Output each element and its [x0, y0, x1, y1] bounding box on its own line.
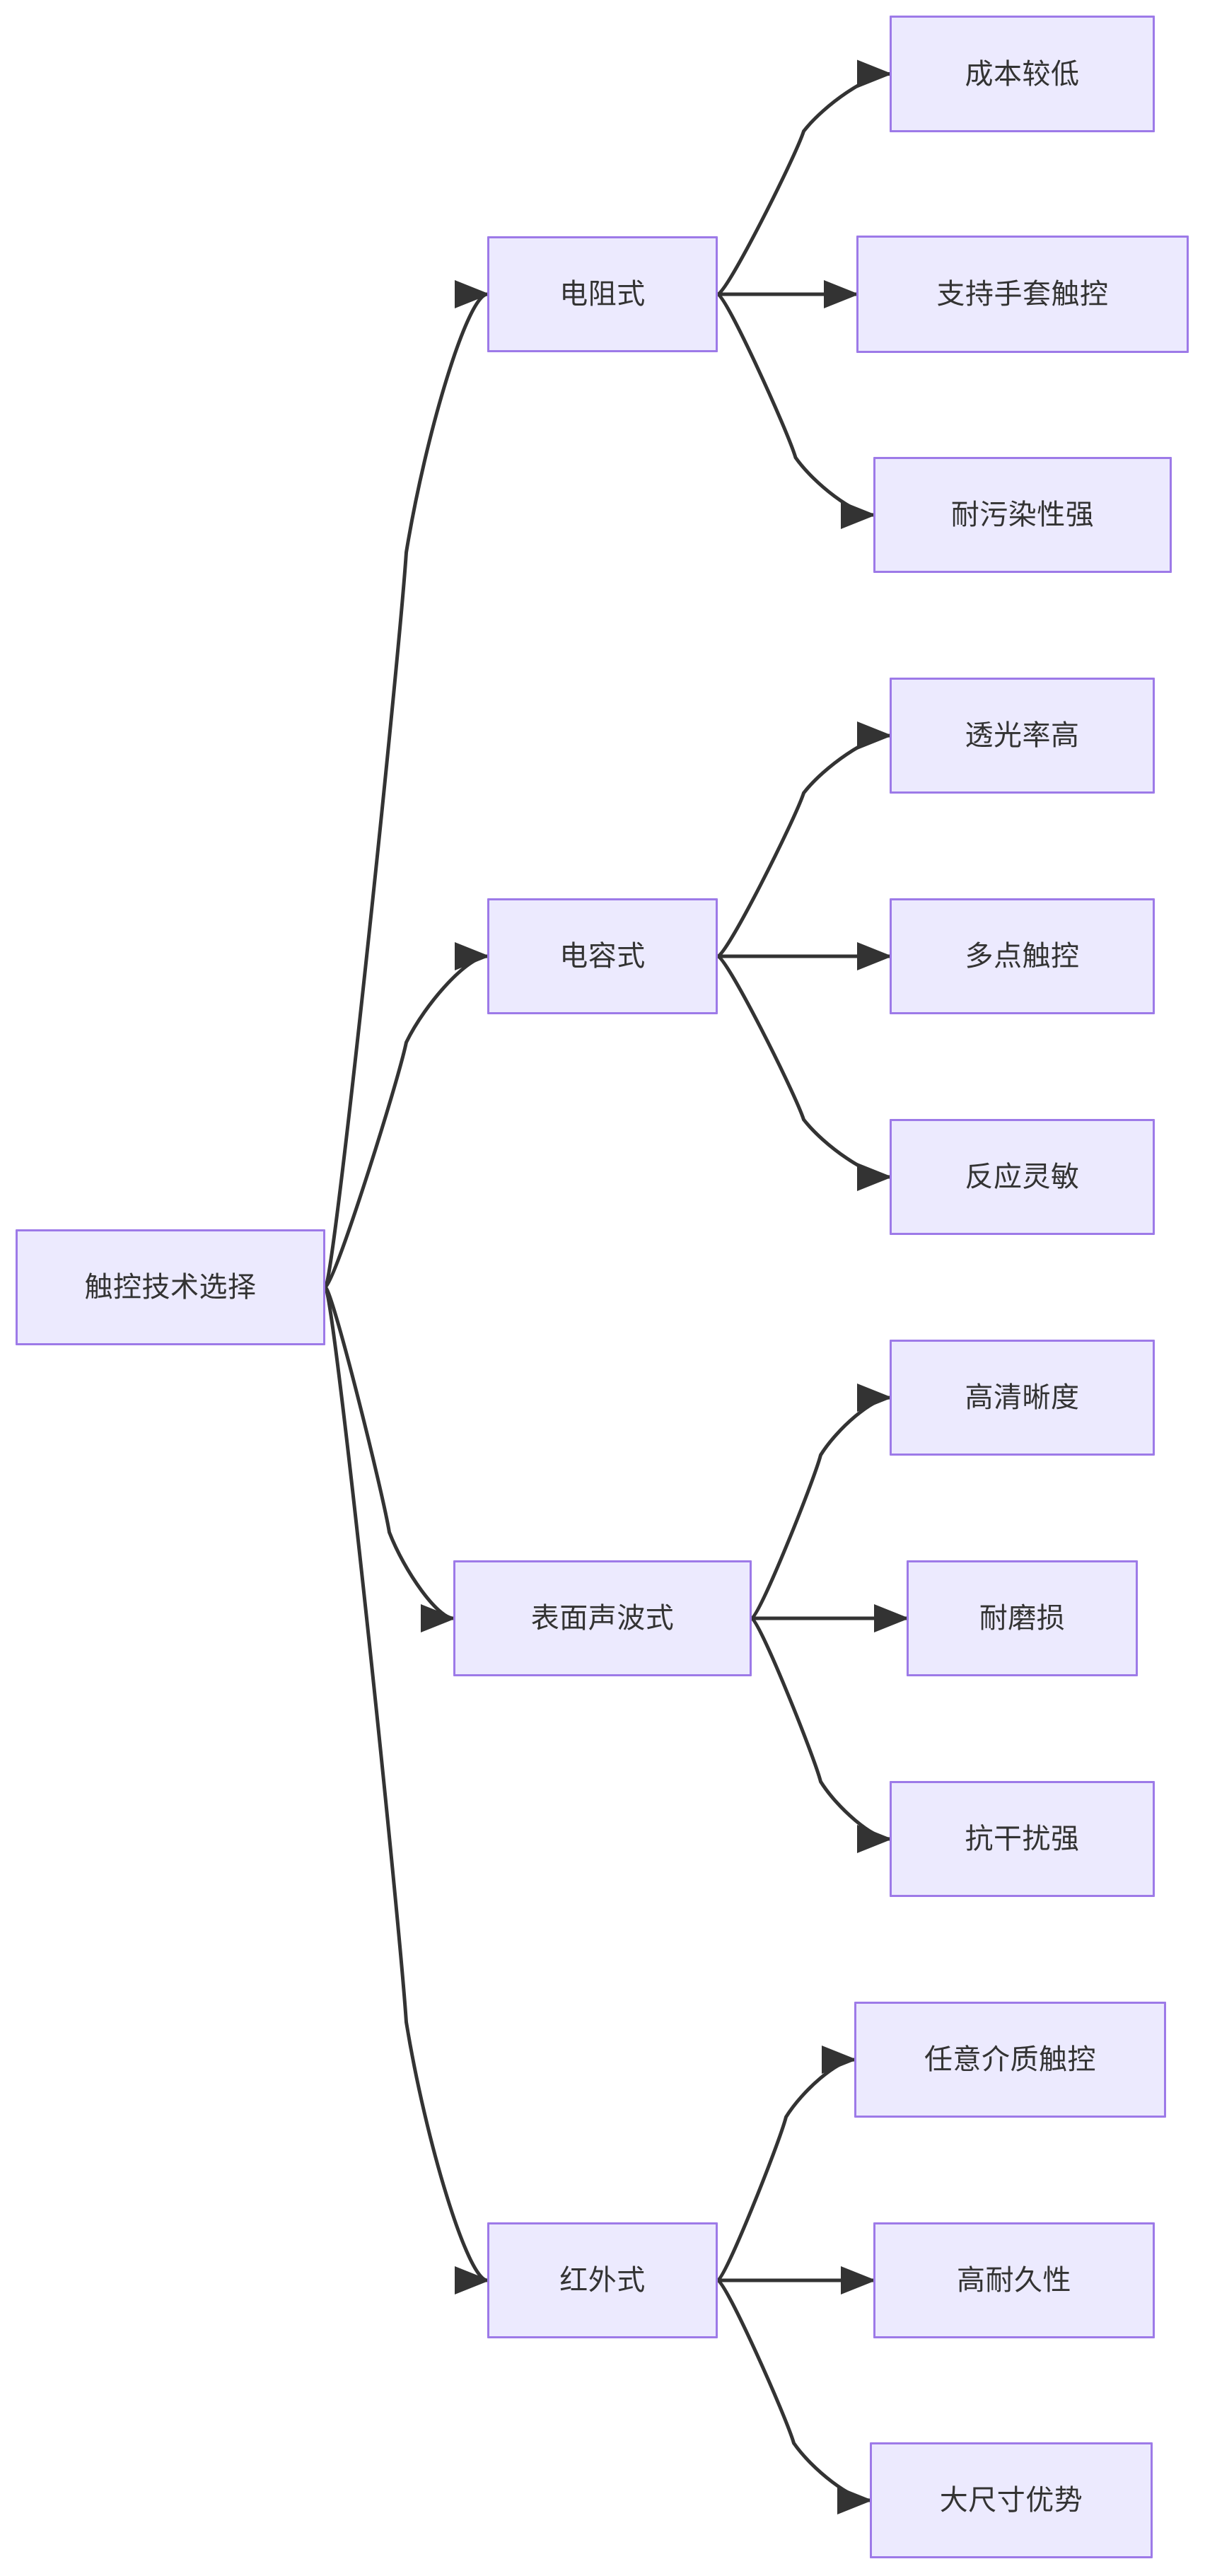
node-branch-4-label: 红外式	[559, 2265, 646, 2296]
node-branch-3-leaf-1[interactable]: 高清晰度	[890, 1340, 1155, 1456]
node-branch-2-label: 电容式	[559, 941, 646, 972]
node-branch-3-label: 表面声波式	[530, 1603, 675, 1634]
node-branch-3-leaf-1-label: 高清晰度	[965, 1382, 1080, 1413]
node-branch-1-leaf-3-label: 耐污染性强	[950, 499, 1095, 530]
edge-root-to-branch-2	[323, 942, 490, 1289]
node-branch-2-leaf-1-label: 透光率高	[965, 720, 1080, 751]
node-branch-2-leaf-2-label: 多点触控	[965, 941, 1080, 972]
node-branch-1-leaf-3[interactable]: 耐污染性强	[873, 457, 1172, 573]
edge-root-to-branch-4	[323, 1285, 490, 2294]
node-branch-4-leaf-1-label: 任意介质触控	[924, 2044, 1096, 2075]
node-branch-3-leaf-3-label: 抗干扰强	[965, 1823, 1080, 1855]
edge-root-to-branch-3	[323, 1285, 456, 1632]
node-branch-2-leaf-2[interactable]: 多点触控	[890, 898, 1155, 1014]
node-branch-3-leaf-2[interactable]: 耐磨损	[907, 1560, 1138, 1676]
node-branch-1-leaf-1-label: 成本较低	[965, 58, 1080, 90]
node-branch-3-leaf-3[interactable]: 抗干扰强	[890, 1781, 1155, 1897]
node-branch-1-leaf-2[interactable]: 支持手套触控	[856, 236, 1189, 353]
node-branch-3-leaf-2-label: 耐磨损	[979, 1603, 1066, 1634]
node-branch-3[interactable]: 表面声波式	[453, 1560, 752, 1676]
edge-root-to-branch-1	[323, 280, 490, 1289]
node-branch-4-leaf-2-label: 高耐久性	[957, 2265, 1071, 2296]
node-branch-1-label: 电阻式	[559, 279, 646, 310]
node-branch-4[interactable]: 红外式	[487, 2222, 718, 2338]
node-root-label: 触控技术选择	[84, 1272, 257, 1303]
node-branch-1-leaf-1[interactable]: 成本较低	[890, 16, 1155, 132]
edge-branch-4-to-leaf-1	[716, 2046, 857, 2282]
edge-branch-2-to-leaf-1	[716, 721, 892, 958]
edge-branch-2-to-leaf-3	[716, 954, 892, 1191]
node-branch-2-leaf-3-label: 反应灵敏	[965, 1161, 1080, 1193]
node-branch-4-leaf-3[interactable]: 大尺寸优势	[870, 2442, 1153, 2558]
edge-branch-3-to-leaf-3	[750, 1616, 892, 1853]
node-branch-2-leaf-1[interactable]: 透光率高	[890, 678, 1155, 794]
node-branch-4-leaf-3-label: 大尺寸优势	[939, 2485, 1083, 2516]
node-branch-2-leaf-3[interactable]: 反应灵敏	[890, 1119, 1155, 1235]
node-branch-1[interactable]: 电阻式	[487, 236, 718, 352]
node-root[interactable]: 触控技术选择	[16, 1229, 325, 1345]
edge-branch-3-to-leaf-1	[750, 1383, 892, 1620]
node-branch-1-leaf-2-label: 支持手套触控	[936, 279, 1109, 310]
node-branch-4-leaf-1[interactable]: 任意介质触控	[854, 2002, 1166, 2118]
edge-branch-4-to-leaf-3	[716, 2278, 873, 2514]
node-branch-4-leaf-2[interactable]: 高耐久性	[873, 2222, 1155, 2338]
edge-branch-1-to-leaf-3	[716, 292, 876, 529]
node-branch-2[interactable]: 电容式	[487, 898, 718, 1014]
